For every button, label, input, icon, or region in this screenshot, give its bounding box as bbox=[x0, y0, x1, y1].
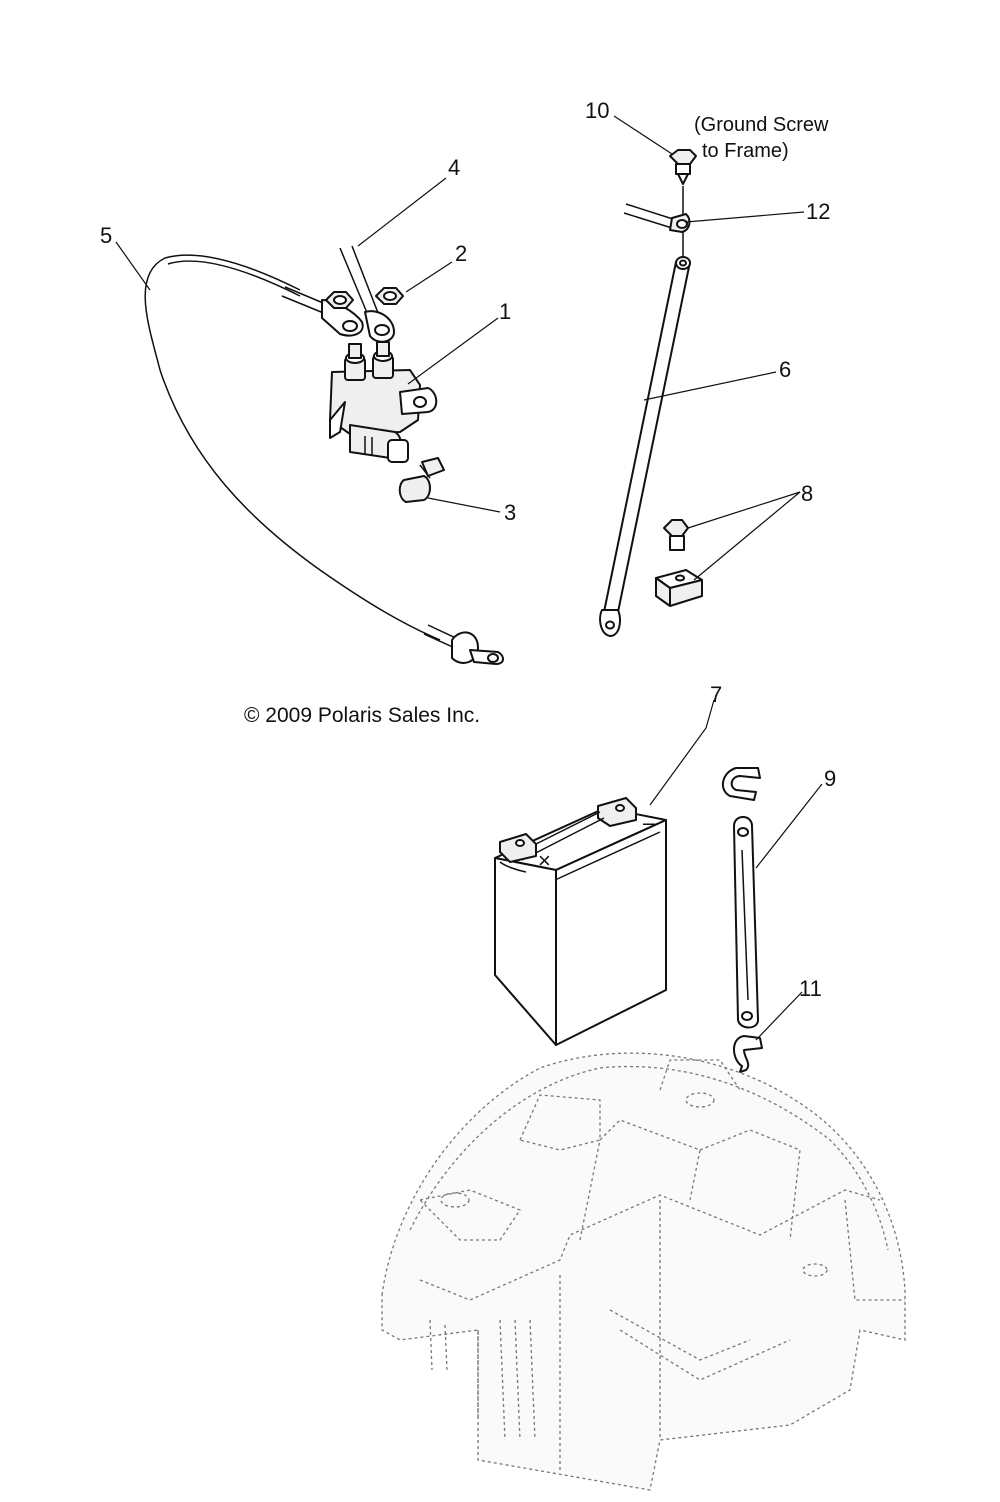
ground-lug-12 bbox=[623, 186, 691, 258]
callout-5: 5 bbox=[100, 223, 112, 248]
battery-positive-mark: × bbox=[538, 848, 551, 873]
nut-2 bbox=[325, 287, 404, 309]
battery-7: – × bbox=[494, 797, 667, 1046]
callout-7: 7 bbox=[710, 682, 722, 707]
callout-10: 10 bbox=[585, 98, 609, 123]
ground-screw-note-line-1: (Ground Screw bbox=[694, 114, 829, 136]
battery-cable-5 bbox=[144, 254, 504, 665]
callout-6: 6 bbox=[779, 357, 791, 382]
callout-12: 12 bbox=[806, 199, 830, 224]
callout-11: 11 bbox=[799, 976, 822, 1001]
clip-11-upper bbox=[721, 767, 761, 801]
ground-cable-6 bbox=[599, 256, 691, 637]
nut-block-8 bbox=[655, 569, 703, 607]
ground-screw-10 bbox=[669, 149, 697, 185]
bolt-3 bbox=[398, 457, 445, 503]
starter-solenoid-1 bbox=[329, 341, 438, 463]
bolt-8 bbox=[663, 519, 689, 551]
battery-cable-4 bbox=[339, 245, 395, 343]
callouts: 1 2 3 4 5 6 7 8 9 10 11 12 bbox=[100, 98, 836, 1001]
callout-3: 3 bbox=[504, 500, 516, 525]
clip-11-lower bbox=[733, 1035, 763, 1073]
battery-strap-9 bbox=[733, 816, 759, 1029]
ground-screw-note-line-2: to Frame) bbox=[702, 140, 789, 162]
callout-2: 2 bbox=[455, 241, 467, 266]
callout-8: 8 bbox=[801, 481, 813, 506]
callout-9: 9 bbox=[824, 766, 836, 791]
frame-outline bbox=[381, 1052, 906, 1491]
copyright-notice: © 2009 Polaris Sales Inc. bbox=[244, 704, 480, 727]
callout-1: 1 bbox=[499, 299, 511, 324]
callout-4: 4 bbox=[448, 155, 460, 180]
leader-lines bbox=[115, 115, 823, 1041]
battery-negative-mark: – bbox=[643, 810, 656, 835]
